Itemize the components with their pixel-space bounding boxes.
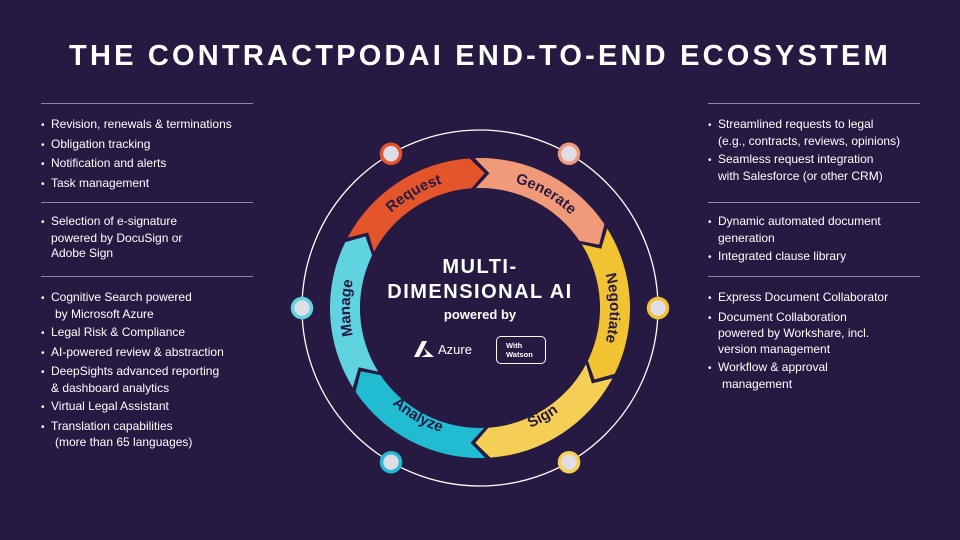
feature-line: generation (718, 230, 775, 245)
ring-dot-negotiate (646, 296, 670, 320)
feature-item: Revision, renewals & terminations (41, 117, 253, 134)
right-group-2: Dynamic automated document generationInte… (708, 214, 920, 269)
feature-item: Express Document Collaborator (708, 290, 920, 307)
feature-line: by Microsoft Azure (55, 306, 154, 321)
feature-item: Integrated clause library (708, 249, 920, 266)
left-group-1: Revision, renewals & terminationsObligat… (41, 117, 253, 195)
right-group-3: Express Document CollaboratorDocument Co… (708, 290, 920, 395)
feature-line: Cognitive Search powered (51, 290, 192, 304)
stage-arrow-negotiate (581, 228, 631, 380)
feature-item: Translation capabilities (more than 65 la… (41, 419, 253, 451)
page-title: THE CONTRACTPODAI END-TO-END ECOSYSTEM (69, 40, 891, 72)
ring-dot-sign (557, 450, 581, 474)
feature-item: AI-powered review & abstraction (41, 345, 253, 362)
feature-line: Workflow & approval (718, 360, 828, 374)
watson-line1: With (506, 341, 523, 350)
divider (708, 103, 920, 104)
stage-label-manage: Manage (337, 278, 357, 338)
feature-line: Dynamic automated document (718, 214, 881, 228)
feature-line: (e.g., contracts, reviews, opinions) (718, 133, 901, 148)
feature-item: Cognitive Search powered by Microsoft Azu… (41, 290, 253, 322)
feature-item: Notification and alerts (41, 156, 253, 173)
powered-by-label: powered by (443, 307, 517, 322)
feature-line: Streamlined requests to legal (718, 117, 874, 131)
stage-label-negotiate: Negotiate (602, 271, 623, 345)
ring-dot-request (379, 142, 403, 166)
azure-logo: Azure (414, 339, 472, 359)
ring-dot-manage (290, 296, 314, 320)
watson-logo: With Watson (496, 336, 546, 364)
divider (708, 276, 920, 277)
right-group-1: Streamlined requests to legal (e.g., cont… (708, 117, 920, 187)
feature-line: Task management (51, 175, 150, 190)
feature-line: Adobe Sign (51, 246, 114, 260)
feature-line: powered by DocuSign or (51, 230, 183, 245)
feature-line: Document Collaboration (718, 309, 847, 324)
azure-label: Azure (438, 341, 472, 357)
left-group-3: Cognitive Search powered by Microsoft Azu… (41, 290, 253, 454)
center-heading-line2: DIMENSIONAL AI (387, 281, 573, 303)
feature-item: Task management (41, 176, 253, 193)
feature-item: Selection of e-signature powered by DocuS… (41, 214, 253, 262)
feature-line: Obligation tracking (51, 136, 151, 151)
feature-line: Express Document Collaborator (718, 290, 889, 304)
feature-line: version management (718, 341, 831, 356)
feature-line: (more than 65 languages) (55, 435, 193, 449)
feature-line: Legal Risk & Compliance (51, 325, 186, 339)
divider (41, 202, 253, 203)
ring-dot-analyze (379, 450, 403, 474)
ring-dot-generate (557, 142, 581, 166)
feature-item: Seamless request integration with Salesfo… (708, 152, 920, 184)
feature-line: management (722, 376, 793, 391)
feature-line: Virtual Legal Assistant (51, 399, 169, 413)
feature-line: Seamless request integration (718, 152, 874, 166)
feature-item: Workflow & approval management (708, 360, 920, 392)
feature-item: Streamlined requests to legal (e.g., cont… (708, 117, 920, 149)
feature-line: AI-powered review & abstraction (51, 344, 224, 359)
feature-item: Legal Risk & Compliance (41, 325, 253, 342)
feature-line: Revision, renewals & terminations (51, 117, 232, 131)
feature-item: Obligation tracking (41, 137, 253, 154)
watson-line2: Watson (506, 350, 533, 359)
divider (41, 103, 253, 104)
feature-line: & dashboard analytics (51, 380, 170, 395)
stage-arrow-analyze (355, 371, 486, 458)
center-heading-line1: MULTI- (442, 256, 518, 278)
stage-arrow-request (347, 158, 485, 252)
stage-arrow-generate (474, 158, 605, 245)
divider (708, 202, 920, 203)
stage-arrow-manage (329, 236, 379, 388)
feature-item: Document Collaboration powered by Worksha… (708, 310, 920, 358)
feature-item: Dynamic automated document generation (708, 214, 920, 246)
center-heading: MULTI- DIMENSIONAL AI (380, 255, 580, 305)
feature-item: Virtual Legal Assistant (41, 399, 253, 416)
stage-arrow-sign (475, 364, 613, 458)
left-group-2: Selection of e-signature powered by DocuS… (41, 214, 253, 265)
divider (41, 276, 253, 277)
feature-line: Selection of e-signature (51, 214, 178, 228)
feature-line: DeepSights advanced reporting (51, 364, 220, 378)
feature-line: powered by Workshare, incl. (718, 326, 870, 340)
feature-line: Notification and alerts (51, 156, 167, 170)
azure-icon (414, 341, 434, 357)
feature-line: Integrated clause library (718, 249, 847, 263)
feature-item: DeepSights advanced reporting & dashboard… (41, 364, 253, 396)
feature-line: with Salesforce (or other CRM) (718, 168, 883, 183)
feature-line: Translation capabilities (51, 418, 173, 433)
